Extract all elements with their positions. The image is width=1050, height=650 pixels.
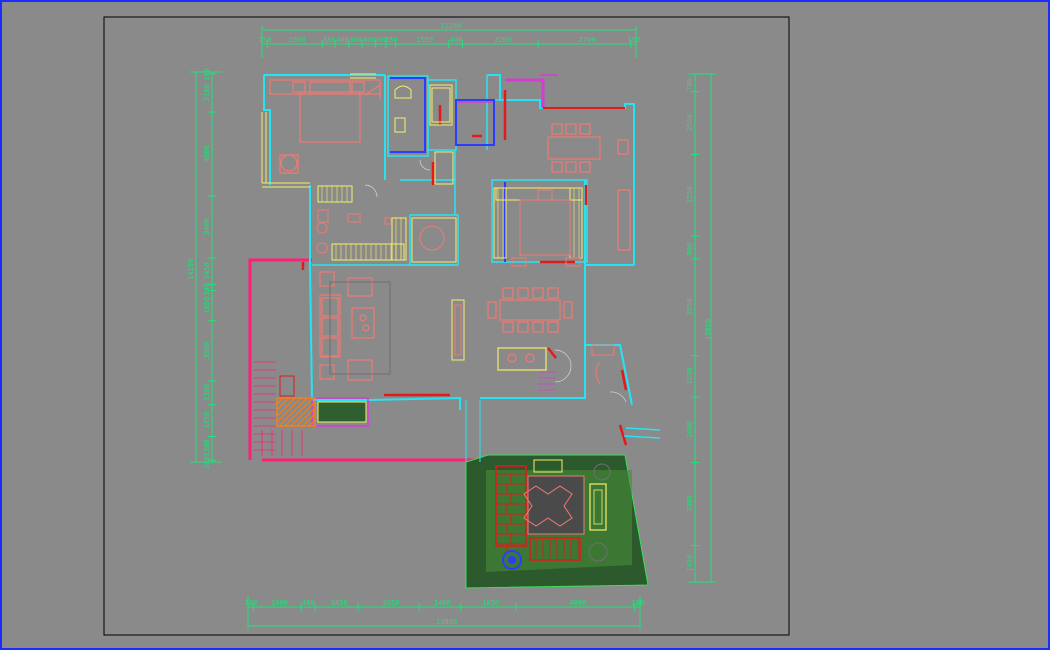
left-segment-ticks: [208, 73, 216, 463]
master-bedroom: [269, 79, 381, 174]
dining-table-center: [487, 287, 573, 371]
top-segment-label: 380: [349, 36, 362, 44]
bottom-dimension-chain: [247, 596, 641, 630]
top-segment-label: 1550: [416, 36, 433, 44]
orange-hatch-line: [308, 419, 316, 427]
red-wall-segments: [301, 90, 628, 446]
door-swings: [364, 159, 627, 403]
top-segment-label: 380: [323, 36, 336, 44]
cabinet-hatching: [321, 186, 580, 260]
bedroom-window-yellow: [261, 73, 376, 188]
tv-unit: [451, 299, 465, 361]
bottom-total-dimension: 13800: [436, 618, 457, 626]
top-segment-label: 2700: [578, 36, 595, 44]
left-dimension-chain: [190, 71, 222, 463]
right-segment-label: 2500: [686, 114, 694, 131]
entry-cabinet: [591, 344, 615, 385]
left-segment-label: 3300: [203, 342, 211, 359]
left-segment-label: 4600: [203, 145, 211, 162]
left-total-dimension: 14190: [187, 259, 195, 280]
bottom-segment-label: 4000: [569, 599, 586, 607]
right-dimension-chain: [688, 73, 716, 583]
right-segment-label: 1450: [686, 555, 694, 572]
orange-hatch-line: [296, 407, 316, 427]
left-segment-label: 1750: [203, 412, 211, 429]
orange-hatch-line: [276, 397, 284, 405]
right-segment-label: 3850: [686, 298, 694, 315]
interior-walls: [312, 75, 588, 266]
magenta-accents: [311, 74, 558, 427]
left-segment-label: 340: [203, 283, 211, 296]
right-segment-label: 2600: [686, 421, 694, 438]
bottom-segment-label: 180: [245, 599, 258, 607]
left-segment-label: 1300: [203, 384, 211, 401]
left-segment-label: 1300: [203, 439, 211, 456]
orange-hatch-line: [276, 397, 290, 411]
orange-hatch-line: [290, 401, 316, 427]
garden-area: [465, 400, 661, 589]
orange-hatch-line: [284, 397, 314, 427]
right-total-dimension: 19680: [704, 319, 712, 340]
stair-hatch: [538, 371, 556, 391]
top-segment-label: 150: [627, 36, 640, 44]
planter-bed: [317, 401, 367, 423]
top-segment-label: 300: [375, 36, 388, 44]
top-total-dimension: 12290: [440, 22, 461, 30]
bottom-segment-label: 180: [631, 599, 644, 607]
bottom-segment-label: 480: [302, 599, 315, 607]
left-stairs: [254, 361, 303, 456]
left-segment-label: 3400: [203, 218, 211, 235]
left-segment-label: 1450: [203, 262, 211, 279]
left-segment-label: 100: [203, 68, 211, 81]
bottom-segment-label: 1450: [331, 599, 348, 607]
bottom-segment-label: 1400: [434, 599, 451, 607]
right-segment-label: 900: [686, 243, 694, 256]
right-segment-labels: 700 2500 3250 900 3850 1650 2600 3300 1450: [686, 78, 694, 572]
right-segment-label: 700: [686, 78, 694, 91]
top-segment-label: 400: [336, 36, 349, 44]
top-segment-label: 400: [450, 36, 463, 44]
orange-hatch-line: [302, 413, 316, 427]
left-segment-label: 2100: [203, 84, 211, 101]
right-segment-ticks: [691, 91, 699, 583]
bathroom-fixtures: [394, 84, 454, 185]
top-segment-label: 1600: [289, 36, 306, 44]
right-segment-label: 3250: [686, 186, 694, 203]
orange-hatch-line: [276, 397, 302, 423]
bottom-segment-label: 2050: [383, 599, 400, 607]
right-segment-label: 1650: [686, 368, 694, 385]
orange-hatched-block: [276, 375, 316, 427]
top-segment-ticks: [266, 40, 637, 48]
bathroom-blue-walls: [390, 77, 506, 262]
bottom-segment-labels: 180 1600 480 1450 2050 1400 1850 4000 180: [245, 599, 644, 607]
round-table-room: [411, 217, 457, 263]
bottom-segment-label: 1850: [482, 599, 499, 607]
top-segment-label: 2200: [494, 36, 511, 44]
drawing-sheet-border: [103, 16, 790, 636]
top-segment-label: 400: [363, 36, 376, 44]
kitchen-cabinets: [317, 185, 583, 261]
top-segment-label: 150: [259, 36, 272, 44]
right-segment-label: 3300: [686, 495, 694, 512]
left-segment-label: 100: [203, 456, 211, 469]
kitchen-items: [316, 189, 581, 267]
top-segment-label: 280: [385, 36, 398, 44]
dining-table-upper: [547, 123, 631, 251]
bottom-segment-label: 1600: [271, 599, 288, 607]
orange-hatch-line: [276, 397, 296, 417]
bottom-segment-ticks: [252, 603, 641, 611]
living-carpet-outline: [329, 281, 391, 375]
living-room-sofa: [319, 271, 375, 381]
orange-hatch-line: [278, 397, 308, 427]
left-segment-label: 1650: [203, 297, 211, 314]
